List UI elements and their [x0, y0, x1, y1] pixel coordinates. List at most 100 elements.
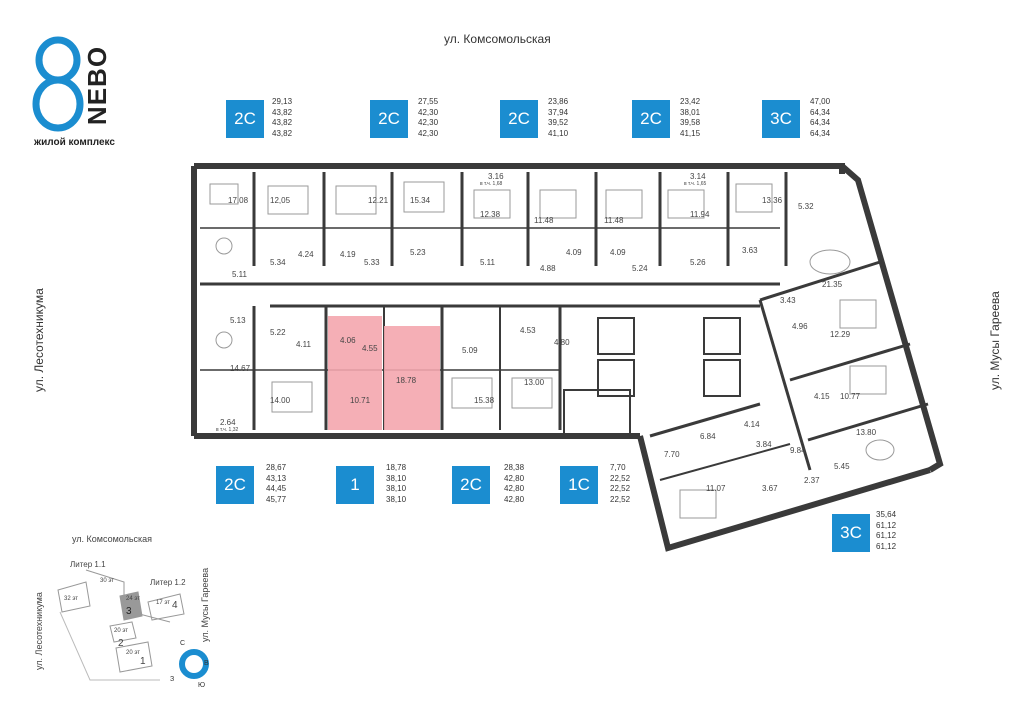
highlight-apt-1-room[interactable] — [384, 326, 440, 430]
room-label: в т.ч. 1,68 — [480, 181, 503, 187]
mini-street-top: ул. Комсомольская — [72, 534, 153, 544]
room-label: 5.13 — [230, 316, 246, 325]
highlight-apt-1-bath[interactable] — [328, 316, 382, 370]
room-label: 15.38 — [474, 396, 495, 405]
room-label: 5.09 — [462, 346, 478, 355]
room-label: 15.34 — [410, 196, 431, 205]
room-label: 4.88 — [540, 264, 556, 273]
mini-floors-20b: 20 эт — [126, 650, 141, 656]
apt-badge-top-5[interactable]: 3С — [762, 100, 800, 138]
mini-section-1: 1 — [140, 656, 146, 667]
compass-north: С — [180, 640, 186, 647]
room-label: 5.26 — [690, 258, 706, 267]
room-label: 12.38 — [480, 210, 501, 219]
compass-west: З — [170, 676, 175, 683]
apt-badge-top-4[interactable]: 2С — [632, 100, 670, 138]
mini-map-shapes — [57, 569, 185, 681]
apt-badge-top-1[interactable]: 2С — [226, 100, 264, 138]
mini-floors-17: 17 эт — [156, 600, 171, 606]
apt-badge-bottom-2[interactable]: 1 — [336, 466, 374, 504]
mini-section-2: 2 — [118, 638, 124, 649]
mini-section-3: 3 — [126, 606, 132, 617]
mini-floors-20a: 20 эт — [114, 628, 129, 634]
room-label: 5.33 — [364, 258, 380, 267]
room-label: 5.32 — [798, 202, 814, 211]
room-label: 5.24 — [632, 264, 648, 273]
room-label: 3.43 — [780, 296, 796, 305]
room-label: 5.11 — [480, 258, 495, 267]
apt-badge-right[interactable]: 3С — [832, 514, 870, 552]
room-label: 11.94 — [690, 210, 710, 219]
room-label: 4.14 — [744, 420, 760, 429]
room-label: 14.67 — [230, 364, 251, 373]
room-label: 5.22 — [270, 328, 286, 337]
compass: С В Ю З — [170, 640, 220, 690]
room-label: 4.24 — [298, 250, 314, 259]
room-label: 13.80 — [856, 428, 877, 437]
mini-floors-24: 24 эт — [126, 596, 141, 602]
room-label: 18.78 — [396, 376, 417, 385]
room-label: 12,05 — [270, 196, 291, 205]
room-label: 4.80 — [554, 338, 570, 347]
room-label: 4.15 — [814, 392, 830, 401]
mini-floors-32: 32 эт — [64, 596, 79, 602]
room-label: 3.16 — [488, 172, 504, 181]
mini-liter-1: Литер 1.1 — [70, 560, 106, 569]
compass-ring-icon — [179, 649, 209, 679]
apt-badge-bottom-1[interactable]: 2С — [216, 466, 254, 504]
apt-badge-bottom-4[interactable]: 1С — [560, 466, 598, 504]
room-label: 4.06 — [340, 336, 356, 345]
compass-east: В — [204, 660, 209, 667]
room-label: 3.84 — [756, 440, 772, 449]
apt-badge-bottom-3[interactable]: 2С — [452, 466, 490, 504]
room-label: 11.48 — [604, 216, 624, 225]
room-label: в т.ч. 1,65 — [684, 181, 707, 187]
mini-liter-2: Литер 1.2 — [150, 578, 186, 587]
room-label: 12.21 — [368, 196, 389, 205]
room-label: 11.07 — [706, 484, 726, 493]
room-label: 5.11 — [232, 270, 247, 279]
street-top: ул. Комсомольская — [444, 32, 551, 46]
room-label: 4.09 — [610, 248, 626, 257]
room-label: 13.00 — [524, 378, 545, 387]
room-label: 4.11 — [296, 340, 311, 349]
highlight-apt-1-kitchen[interactable] — [328, 370, 382, 430]
mini-floors-30: 30 эт — [100, 578, 115, 584]
room-label: 3.67 — [762, 484, 778, 493]
room-label: 4.19 — [340, 250, 356, 259]
apt-badge-top-3[interactable]: 2С — [500, 100, 538, 138]
room-label: 12.29 — [830, 330, 851, 339]
room-label: 5.34 — [270, 258, 286, 267]
room-label: 5.45 — [834, 462, 850, 471]
logo-eight-icon — [32, 36, 84, 132]
room-label: 4.09 — [566, 248, 582, 257]
room-label: 6.84 — [700, 432, 716, 441]
room-label: 2.64 — [220, 418, 236, 427]
apt-badge-top-2[interactable]: 2С — [370, 100, 408, 138]
room-label: 3.63 — [742, 246, 758, 255]
room-label: 21.35 — [822, 280, 843, 289]
room-label: 10.77 — [840, 392, 861, 401]
room-label: 13.36 — [762, 196, 783, 205]
room-label: 9.84 — [790, 446, 806, 455]
room-label: в т.ч. 1,32 — [216, 427, 239, 433]
room-label: 4.96 — [792, 322, 808, 331]
site-mini-map: ул. Комсомольская ул. Лесотехникума ул. … — [20, 530, 240, 720]
mini-section-4: 4 — [172, 600, 178, 611]
room-label: 2.37 — [804, 476, 820, 485]
compass-south: Ю — [198, 682, 206, 689]
room-label: 14.00 — [270, 396, 291, 405]
logo-subtitle: жилой комплекс — [34, 137, 115, 148]
room-label: 7.70 — [664, 450, 680, 459]
room-label: 4.55 — [362, 344, 378, 353]
